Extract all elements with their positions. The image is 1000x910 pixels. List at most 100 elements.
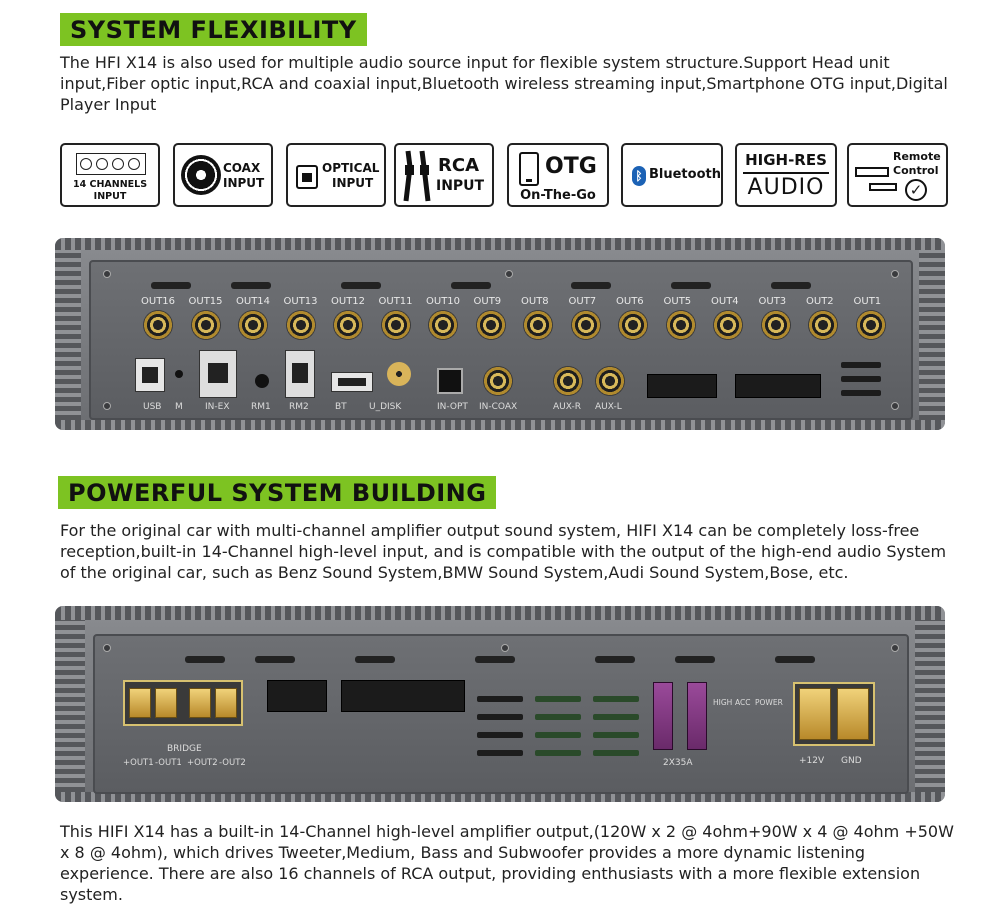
optical-port-icon [296, 165, 318, 189]
terminal-out2-plus [189, 688, 211, 718]
smartphone-icon [519, 152, 539, 186]
rca-sublabel: INPUT [436, 178, 485, 194]
power-gnd-label: GND [841, 756, 862, 766]
terminal-label-out1-minus: -OUT1 [155, 758, 182, 768]
udisk-port [331, 372, 373, 392]
rca-output-jack-out14 [238, 310, 268, 340]
rca-output-jack-out13 [285, 310, 316, 340]
speaker-harness-connector-1 [267, 680, 327, 712]
coax-input-badge: COAX INPUT [173, 143, 273, 207]
remote-device-icon [855, 167, 889, 177]
rca-label: RCA [438, 155, 480, 176]
channels-input-label: 14 CHANNELS [72, 179, 148, 190]
rca-output-jack-out12 [333, 310, 363, 340]
rca-output-jack-out16 [143, 310, 173, 340]
switch-acc-label: ACC [735, 698, 751, 707]
optical-port [437, 368, 463, 394]
rca-output-label-out3: OUT3 [758, 296, 787, 307]
optical-input-badge: OPTICAL INPUT [286, 143, 386, 207]
rca-output-jack-out1 [855, 310, 886, 340]
rca-output-label-out8: OUT8 [521, 296, 549, 307]
high-res-audio-badge: HIGH-RES AUDIO [735, 143, 837, 207]
rm2-port [285, 350, 315, 398]
power-terminal-gnd [837, 688, 869, 740]
rm1-port [255, 374, 269, 388]
rca-output-label-out10: OUT10 [426, 296, 461, 307]
output-panel-face: BRIDGE +OUT1 -OUT1 +OUT2 -OUT2 2X35A HIG… [93, 634, 909, 794]
usb-port [135, 358, 165, 392]
terminal-out2-minus [215, 688, 237, 718]
high-res-label: HIGH-RES [745, 151, 827, 169]
channels-input-badge: 14 CHANNELS INPUT [60, 143, 160, 207]
otg-label: OTG [545, 154, 597, 179]
section-heading-powerful-system-building: POWERFUL SYSTEM BUILDING [58, 476, 497, 509]
bt-label: BT [335, 402, 347, 412]
bluetooth-label: Bluetooth [649, 167, 721, 182]
remote-plug-icon [869, 183, 897, 191]
bt-antenna-port [387, 362, 411, 386]
coax-label: COAX [223, 161, 261, 175]
coax-disc-icon [181, 155, 221, 195]
heatsink-fins-right [919, 250, 945, 420]
rca-output-jack-out11 [380, 310, 411, 340]
rca-output-label-out6: OUT6 [616, 296, 644, 307]
rm2-label: RM2 [289, 402, 309, 412]
system-flexibility-description: The HFI X14 is also used for multiple au… [60, 53, 948, 114]
rca-output-label-out14: OUT14 [236, 296, 271, 307]
in-ex-label: IN-EX [205, 402, 230, 412]
speaker-harness-connector-2 [341, 680, 465, 712]
rca-output-label-out12: OUT12 [331, 296, 366, 307]
heatsink-fins-top-2 [55, 606, 945, 620]
terminal-label-out2-minus: -OUT2 [219, 758, 246, 768]
rca-output-label-out16: OUT16 [141, 296, 176, 307]
rca-output-label-out11: OUT11 [378, 296, 413, 307]
rca-output-jack-out10 [428, 310, 458, 340]
in-ex-port [199, 350, 237, 398]
channels-input-sublabel: INPUT [93, 191, 127, 202]
terminal-label-out2-plus: +OUT2 [187, 758, 218, 768]
usb-label: USB [143, 402, 162, 412]
input-feature-icons: 14 CHANNELS INPUT COAX INPUT OPTICAL INP… [60, 143, 950, 209]
rm1-label: RM1 [251, 402, 271, 412]
otg-badge: OTG On-The-Go [507, 143, 609, 207]
fuse-1 [653, 682, 673, 750]
rca-output-jack-out7 [570, 310, 601, 340]
remote-sublabel: Control [893, 164, 939, 177]
heatsink-fins-right-2 [915, 620, 945, 792]
mic-port [175, 370, 183, 378]
power-plus-label: +12V [799, 756, 825, 766]
coax-jack [483, 366, 513, 396]
rca-output-jack-out2 [808, 310, 838, 340]
rca-cable-icon [403, 150, 431, 202]
coax-sublabel: INPUT [223, 176, 265, 190]
rca-input-badge: RCA INPUT [394, 143, 494, 207]
terminal-out1-plus [129, 688, 151, 718]
amplifier-output-panel-photo: BRIDGE +OUT1 -OUT1 +OUT2 -OUT2 2X35A HIG… [55, 606, 945, 802]
bridge-label: BRIDGE [167, 744, 202, 754]
rca-output-jack-out9 [475, 310, 506, 340]
optical-sublabel: INPUT [332, 176, 374, 190]
aux-l-jack [595, 366, 625, 396]
heatsink-fins-top [55, 238, 945, 250]
fuse-rating-label: 2X35A [663, 758, 693, 768]
bluetooth-icon: ᛒ [632, 166, 646, 186]
heatsink-fins-bottom-2 [55, 792, 945, 802]
rca-output-label-out7: OUT7 [568, 296, 597, 307]
optical-label: OPTICAL [322, 161, 380, 175]
fuse-2 [687, 682, 707, 750]
remote-control-badge: Remote Control ✓ [847, 143, 948, 207]
switch-power-label: POWER [755, 698, 783, 707]
in-coax-label: IN-COAX [479, 402, 518, 412]
bluetooth-badge: ᛒ Bluetooth [621, 143, 723, 207]
aux-r-label: AUX-R [553, 402, 581, 412]
udisk-label: U_DISK [369, 402, 402, 412]
rca-output-jack-out15 [190, 310, 221, 340]
mic-label: M [175, 402, 183, 412]
rca-output-label-out15: OUT15 [188, 296, 223, 307]
connector-block-2 [735, 374, 821, 398]
aux-l-label: AUX-L [595, 402, 622, 412]
rca-output-jack-out8 [523, 310, 553, 340]
high-res-sublabel: AUDIO [747, 175, 825, 200]
terminal-out1-minus [155, 688, 177, 718]
